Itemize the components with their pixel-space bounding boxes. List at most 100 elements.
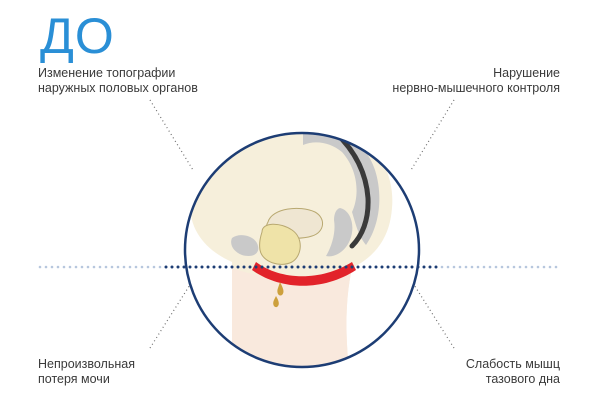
level-dot [308, 265, 312, 269]
label-external-genitalia-topography: Изменение топографии наружных половых ор… [38, 66, 198, 96]
level-dot [332, 265, 336, 269]
level-dot [458, 265, 462, 269]
level-dot [230, 265, 234, 269]
level-dot [38, 265, 42, 269]
level-dot [362, 265, 366, 269]
level-dot [380, 265, 384, 269]
level-dot [386, 265, 390, 269]
leader-line-top-left [149, 99, 194, 171]
level-dot [80, 265, 84, 269]
level-dot [218, 265, 222, 269]
level-dot [194, 265, 198, 269]
page-title: ДО [40, 8, 115, 64]
level-dot [86, 265, 90, 269]
level-dot [200, 265, 204, 269]
level-dot [290, 265, 294, 269]
label-line: потеря мочи [38, 372, 110, 386]
leader-line-top-right [410, 99, 455, 171]
level-dot [206, 265, 210, 269]
level-dot [506, 265, 510, 269]
lower-body [232, 268, 352, 367]
level-dot [350, 265, 354, 269]
level-dot [284, 265, 288, 269]
level-dot [392, 265, 396, 269]
level-dot [128, 265, 132, 269]
level-dot [278, 265, 282, 269]
level-dot [512, 265, 516, 269]
level-dot [68, 265, 72, 269]
level-dot [236, 265, 240, 269]
label-neuromuscular-control: Нарушение нервно-мышечного контроля [392, 66, 560, 96]
level-dot [482, 265, 486, 269]
level-dot [182, 265, 186, 269]
pelvic-floor-muscle [252, 262, 356, 286]
level-dot [428, 265, 432, 269]
level-dot [50, 265, 54, 269]
level-dot [116, 265, 120, 269]
level-dot [134, 265, 138, 269]
level-dot [470, 265, 474, 269]
level-dot [146, 265, 150, 269]
spinal-line [332, 133, 371, 249]
level-dot [368, 265, 372, 269]
leader-line-bottom-right [410, 279, 455, 349]
label-line: Непроизвольная [38, 357, 135, 371]
level-dot [92, 265, 96, 269]
level-dot [404, 265, 408, 269]
level-dot [296, 265, 300, 269]
level-dot [524, 265, 528, 269]
label-involuntary-urine-loss: Непроизвольная потеря мочи [38, 357, 135, 387]
level-dot [44, 265, 48, 269]
level-dot [542, 265, 546, 269]
level-dot [104, 265, 108, 269]
urine-drop [273, 296, 279, 308]
level-dot [410, 265, 414, 269]
level-dot [254, 265, 258, 269]
level-dot [530, 265, 534, 269]
level-dot [326, 265, 330, 269]
level-dot [338, 265, 342, 269]
level-dot [494, 265, 498, 269]
level-dot [344, 265, 348, 269]
level-dot [356, 265, 360, 269]
label-line: Слабость мышц [465, 357, 560, 371]
level-dot [548, 265, 552, 269]
level-dot [476, 265, 480, 269]
level-dot [110, 265, 114, 269]
level-dot [320, 265, 324, 269]
level-dot [314, 265, 318, 269]
level-dot [302, 265, 306, 269]
label-line: Нарушение [493, 66, 560, 80]
leader-lines [149, 99, 455, 349]
level-dot [260, 265, 264, 269]
level-dot [440, 265, 444, 269]
level-dot [74, 265, 78, 269]
level-line-strong [164, 265, 438, 269]
level-dot [518, 265, 522, 269]
level-dot [554, 265, 558, 269]
level-dot [212, 265, 216, 269]
leader-line-bottom-left [149, 279, 194, 349]
level-dot [500, 265, 504, 269]
level-dot [536, 265, 540, 269]
level-dot [422, 265, 426, 269]
level-dot [152, 265, 156, 269]
pelvis-cross-section [185, 133, 419, 367]
label-line: наружных половых органов [38, 81, 198, 95]
level-dot [272, 265, 276, 269]
level-dot [374, 265, 378, 269]
level-dot [488, 265, 492, 269]
label-line: тазового дна [485, 372, 560, 386]
level-dot [446, 265, 450, 269]
level-dot [188, 265, 192, 269]
level-dot [266, 265, 270, 269]
level-dot [170, 265, 174, 269]
level-dot [224, 265, 228, 269]
level-dot [248, 265, 252, 269]
label-line: Изменение топографии [38, 66, 176, 80]
label-line: нервно-мышечного контроля [392, 81, 560, 95]
level-dot [176, 265, 180, 269]
label-pelvic-floor-weakness: Слабость мышц тазового дна [466, 357, 560, 387]
